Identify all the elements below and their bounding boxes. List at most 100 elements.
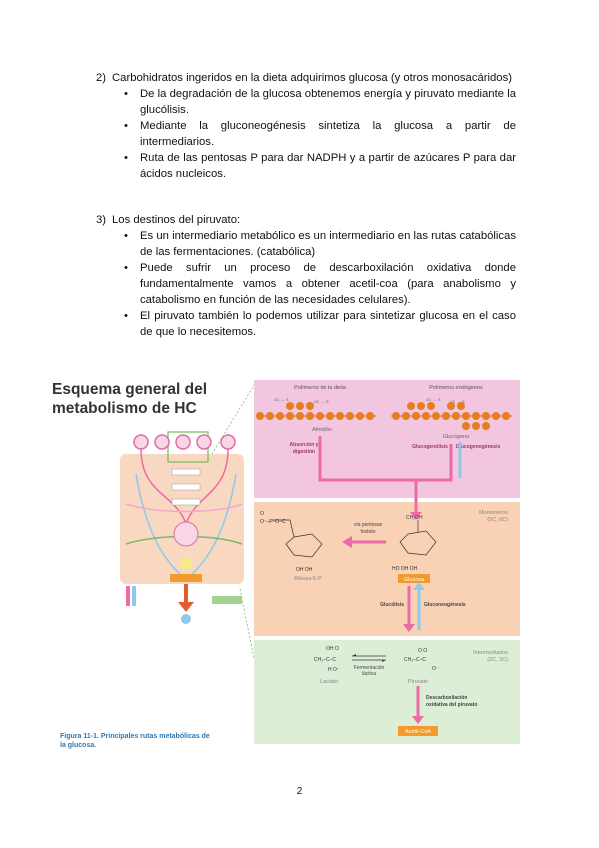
thumbnail-path (125, 503, 243, 513)
thumbnail-box (171, 468, 201, 476)
pyruvate-structure: O⁻ (432, 666, 439, 672)
ribose-label: Ribosa-5-P (294, 576, 322, 582)
panel-label: Monómeros (479, 510, 508, 516)
starch-beads (256, 402, 374, 420)
thumbnail-path (135, 473, 187, 580)
decarboxylation-label: oxidativa del piruvato (426, 702, 477, 708)
metabolism-figure: Esquema general del metabolismo de HC (46, 374, 528, 748)
section-2: 2) Carbohidratos ingeridos en la dieta a… (96, 70, 516, 182)
monomers-panel-background (254, 502, 520, 636)
thumbnail-box (212, 596, 242, 604)
phosphate-group: O⁻–P–O–C (260, 519, 286, 525)
list-item: El piruvato también lo podemos utilizar … (124, 308, 516, 340)
absorption-label: Absorción y (290, 442, 319, 448)
section-text: Los destinos del piruvato: (112, 214, 241, 226)
glucose-box (398, 574, 430, 583)
figure-diagram: Polímeros de la dieta Polímeros endógeno… (120, 380, 520, 744)
list-item: Puede sufrir un proceso de descarboxilac… (124, 260, 516, 308)
thumbnail-node (196, 434, 212, 450)
connector-line (239, 588, 257, 669)
bond-label: α1 → 4 (274, 397, 289, 402)
panel-label: (2C, 3C) (487, 657, 508, 663)
arrow-head (403, 624, 415, 632)
intermediates-panel: Intermediarios (2C, 3C) OH O CH₃–C–C H O… (254, 640, 520, 744)
starch-to-glucose-arrow (318, 436, 418, 498)
arrow-head (352, 654, 356, 656)
thumbnail-box (171, 483, 201, 491)
figure-title-line: metabolismo de HC (52, 400, 197, 417)
caption-text: Principales rutas metabólicas de la gluc… (60, 733, 210, 749)
glucose-structure (399, 520, 437, 556)
thumbnail-path (185, 473, 237, 580)
polymers-panel: Polímeros de la dieta Polímeros endógeno… (254, 380, 520, 498)
thumbnail-arrow-head (178, 602, 194, 612)
section-3: 3) Los destinos del piruvato: Es un inte… (96, 212, 516, 340)
thumbnail-node (175, 434, 191, 450)
absorption-label: digestión (293, 449, 315, 455)
list-item: De la degradación de la glucosa obtenemo… (124, 86, 516, 118)
section-2-heading: 2) Carbohidratos ingeridos en la dieta a… (96, 70, 516, 86)
arrow-head (342, 536, 352, 548)
thumbnail-node (154, 434, 170, 450)
panel-label: Intermediarios (473, 650, 508, 656)
figure-caption: Figura 11-1. Principales rutas metabólic… (60, 732, 210, 750)
hydroxyl-labels: OH OH (296, 567, 313, 573)
hydroxyl-labels: CH₂OH (406, 515, 423, 521)
glycogenolysis-arrow (416, 444, 453, 482)
intermediates-panel-background (254, 640, 520, 744)
thumbnail-background (120, 454, 244, 584)
thumbnail-path (185, 448, 229, 525)
list-item: Ruta de las pentosas P para dar NADPH y … (124, 150, 516, 182)
lactate-structure: H O⁻ (328, 667, 340, 673)
thumbnail-node (133, 434, 149, 450)
decarboxylation-label: Descarboxilación (426, 695, 467, 701)
glycolysis-label: Glucólisis (380, 602, 404, 608)
bond-label: α1 → 4 (426, 397, 441, 402)
glycogen-label: Glucógeno (443, 434, 470, 440)
monomers-panel: Monómeros (5C, 6C) O⁻–P–O–C O OH OH Ribo… (254, 498, 520, 636)
section-text: Carbohidratos ingeridos en la dieta adqu… (112, 72, 512, 84)
pyruvate-structure: O O (418, 648, 427, 654)
thumbnail-legend (126, 586, 130, 606)
thumbnail-box (170, 574, 202, 582)
acetylcoa-box (398, 726, 438, 736)
overview-thumbnail (120, 431, 244, 624)
thumbnail-box (171, 498, 201, 506)
lactate-label: Lactato (320, 679, 338, 685)
glycogenolysis-label: Glucogenólisis (412, 444, 448, 450)
thumbnail-node (181, 614, 191, 624)
ribose-structure (272, 519, 323, 558)
panel-label: Polímeros de la dieta (294, 385, 347, 391)
hydroxyl-labels: HO OH OH (392, 566, 418, 572)
fermentation-label: láctica (362, 671, 376, 677)
polymers-panel-background (254, 380, 520, 498)
thumbnail-path (140, 448, 187, 525)
lactate-structure: OH O (326, 646, 339, 652)
thumbnail-legend (132, 586, 136, 606)
bullet-list: Es un intermediario metabólico es un int… (96, 228, 516, 340)
page-number: 2 (296, 786, 303, 797)
pentose-label: vía pentosas (354, 522, 383, 528)
caption-number: Figura 11-1. (60, 733, 99, 740)
thumbnail-node (220, 434, 236, 450)
acetylcoa-label: Acetil-CoA (405, 729, 431, 735)
gluconeogenesis-label: Gluconeogénesis (424, 602, 466, 608)
fermentation-label: Fermentación (354, 665, 385, 671)
glucose-label: Glucosa (404, 577, 425, 583)
figure-title-line: Esquema general del (52, 381, 208, 398)
section-3-heading: 3) Los destinos del piruvato: (96, 212, 516, 228)
glycogenesis-label: Glucogenogénesis (456, 444, 501, 450)
panel-label: (5C, 6C) (487, 517, 508, 523)
pyruvate-label: Piruvato (408, 679, 428, 685)
starch-label: Almidón (312, 427, 332, 433)
arrow-head (412, 716, 424, 724)
arrow-head (413, 582, 425, 590)
arrow-head (410, 512, 422, 520)
bullet-list: De la degradación de la glucosa obtenemo… (96, 86, 516, 182)
pentose-label: fosfato (360, 529, 375, 535)
bond-label: α1 → 6 (450, 399, 465, 404)
section-number: 2) (96, 72, 107, 84)
figure-title: Esquema general del metabolismo de HC (52, 380, 242, 418)
thumbnail-cycle (173, 521, 199, 547)
